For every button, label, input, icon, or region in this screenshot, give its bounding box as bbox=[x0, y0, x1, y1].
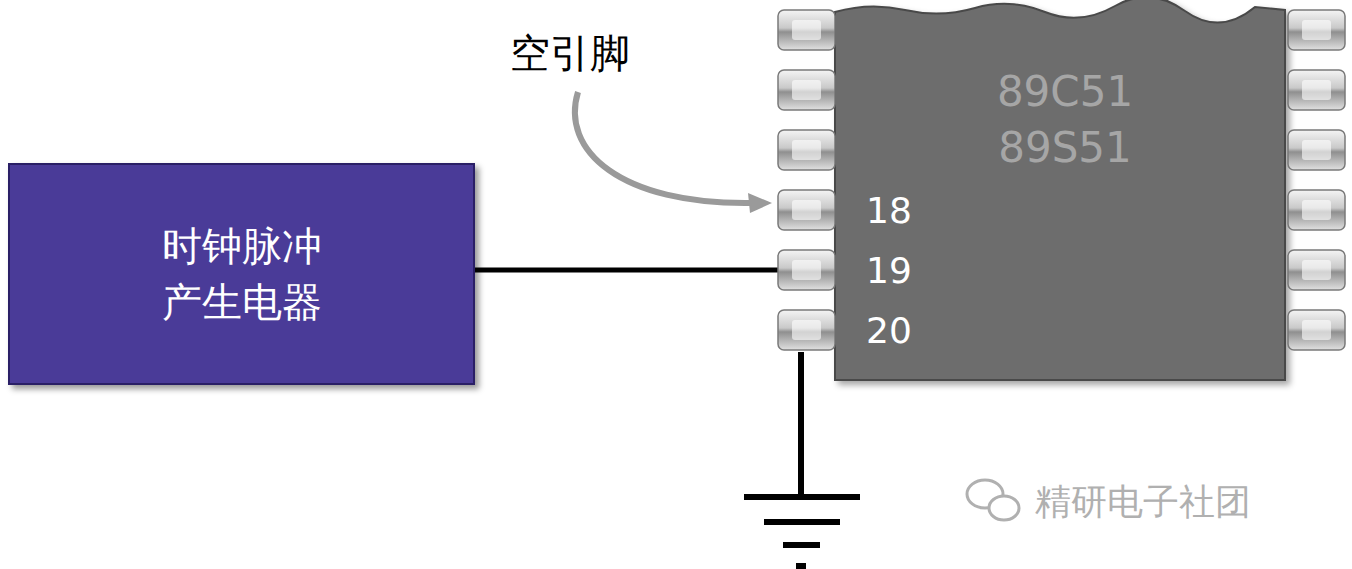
node-text: 时钟脉冲 产生电器 bbox=[147, 218, 337, 330]
callout-label: 空引脚 bbox=[510, 26, 630, 81]
pin-number: 19 bbox=[866, 250, 912, 291]
node-text: 89C51 89S51 bbox=[985, 64, 1145, 176]
chip-pin bbox=[778, 10, 835, 50]
chip-pin bbox=[1288, 70, 1345, 110]
pin-shine bbox=[1302, 200, 1331, 220]
chip-body bbox=[835, 0, 1285, 380]
pin-shine bbox=[792, 320, 821, 340]
pin-shine bbox=[792, 140, 821, 160]
chip-pin bbox=[778, 250, 835, 290]
pin-shine bbox=[1302, 140, 1331, 160]
pin-number: 20 bbox=[866, 310, 912, 351]
chip-pin bbox=[778, 130, 835, 170]
leader-arrow bbox=[575, 92, 752, 203]
watermark: 精研电子社团 bbox=[1035, 478, 1251, 527]
pin-shine bbox=[1302, 260, 1331, 280]
leader-arrowhead bbox=[748, 193, 772, 213]
pin-shine bbox=[792, 80, 821, 100]
pin-shine bbox=[792, 200, 821, 220]
chip-pin bbox=[778, 310, 835, 350]
chip-pin bbox=[1288, 250, 1345, 290]
chip-pin bbox=[1288, 10, 1345, 50]
chip-pin bbox=[1288, 130, 1345, 170]
pin-shine bbox=[792, 260, 821, 280]
pin-shine bbox=[792, 20, 821, 40]
chip-pin bbox=[1288, 310, 1345, 350]
pin-shine bbox=[1302, 20, 1331, 40]
wechat-icon bbox=[967, 480, 1019, 520]
clock-generator-box: 时钟脉冲 产生电器 bbox=[8, 163, 475, 385]
pin-shine bbox=[1302, 80, 1331, 100]
ground-symbol bbox=[744, 352, 860, 566]
chip-pin bbox=[778, 190, 835, 230]
chip-pin bbox=[778, 70, 835, 110]
chip-pins bbox=[778, 10, 1345, 350]
chip-pin bbox=[1288, 190, 1345, 230]
pin-number: 18 bbox=[866, 190, 912, 231]
pin-shine bbox=[1302, 320, 1331, 340]
